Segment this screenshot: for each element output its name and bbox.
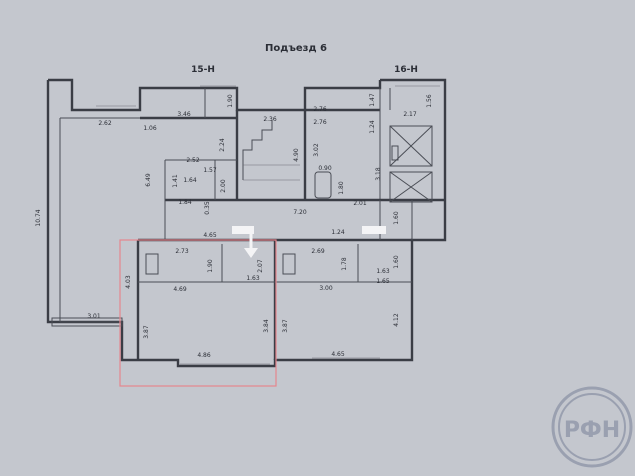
dimension-label: 4.69 — [173, 286, 187, 293]
dimension-label: 2.01 — [353, 200, 367, 207]
dimension-label: 0.90 — [318, 165, 332, 172]
dimension-label: 3.46 — [177, 111, 191, 118]
dimension-label: 4.03 — [125, 275, 132, 289]
dimension-label: 1.65 — [376, 278, 390, 285]
dimension-label: 2.00 — [220, 179, 227, 193]
dimension-label: 4.90 — [293, 148, 300, 162]
dimension-label: 1.24 — [369, 120, 376, 134]
entrance-title: Подъезд 6 — [265, 43, 327, 54]
dimension-label: 3.87 — [282, 319, 289, 333]
dimension-label: 2.76 — [313, 119, 327, 126]
dimension-label: 1.47 — [369, 93, 376, 107]
dimension-label: 2.36 — [263, 116, 277, 123]
arrow-down-icon — [244, 228, 258, 258]
dimension-label: 3.18 — [375, 167, 382, 181]
entrance-marker-right — [362, 226, 386, 234]
interior-walls — [136, 88, 445, 360]
dimension-label: 3.01 — [87, 313, 101, 320]
section-label-15n: 15-Н — [191, 65, 215, 75]
dimension-label: 2.24 — [219, 138, 226, 152]
windows — [96, 85, 440, 365]
dimension-label: 1.57 — [203, 167, 217, 174]
dimension-label: 3.00 — [319, 285, 333, 292]
dimension-label: 1.41 — [172, 174, 179, 188]
dimension-label: 2.17 — [403, 111, 417, 118]
dimension-label: 3.87 — [143, 325, 150, 339]
fixtures — [145, 145, 399, 275]
dimension-label: 4.86 — [197, 352, 211, 359]
dimension-label: 10.74 — [35, 209, 42, 226]
dimension-label: 2.76 — [313, 106, 327, 113]
dimension-label: 7.20 — [293, 209, 307, 216]
entrance-marker-left — [232, 226, 254, 234]
dimension-label: 1.84 — [178, 199, 192, 206]
dimension-label: 1.78 — [341, 257, 348, 271]
dimension-label: 1.24 — [331, 229, 345, 236]
dimension-label: 2.62 — [98, 120, 112, 127]
dimension-label: 4.65 — [331, 351, 345, 358]
dimension-label: 2.73 — [175, 248, 189, 255]
elevator-shafts — [389, 125, 433, 203]
dimension-label: 1.90 — [207, 259, 214, 273]
dimension-label: 3.02 — [313, 143, 320, 157]
outer-walls — [46, 78, 447, 368]
dimension-label: 1.56 — [426, 94, 433, 108]
dimension-label: 3.84 — [263, 319, 270, 333]
dimension-label: 1.06 — [143, 125, 157, 132]
rfn-logo: РФН — [551, 386, 633, 468]
dimension-label: 1.90 — [227, 94, 234, 108]
dimension-label: 1.80 — [338, 181, 345, 195]
dimension-label: 2.52 — [186, 157, 200, 164]
dimension-label: 1.63 — [376, 268, 390, 275]
dimension-label: 4.65 — [203, 232, 217, 239]
staircase — [242, 120, 300, 181]
selected-unit-outline — [119, 239, 277, 387]
dimension-label: 6.49 — [145, 173, 152, 187]
dimension-label: 1.60 — [393, 211, 400, 225]
logo-text: РФН — [564, 418, 620, 443]
dimension-label: 1.64 — [183, 177, 197, 184]
dimension-label: 2.69 — [311, 248, 325, 255]
dimension-label: 4.12 — [393, 313, 400, 327]
section-label-16n: 16-Н — [394, 65, 418, 75]
dimension-label: 1.63 — [246, 275, 260, 282]
dimension-label: 2.07 — [257, 259, 264, 273]
dimension-label: 0.35 — [204, 201, 211, 215]
dimension-labels: 3.46 1.90 2.62 1.06 2.36 2.76 1.47 2.17 1.56 2.76… — [35, 93, 433, 359]
dimension-label: 1.60 — [393, 255, 400, 269]
